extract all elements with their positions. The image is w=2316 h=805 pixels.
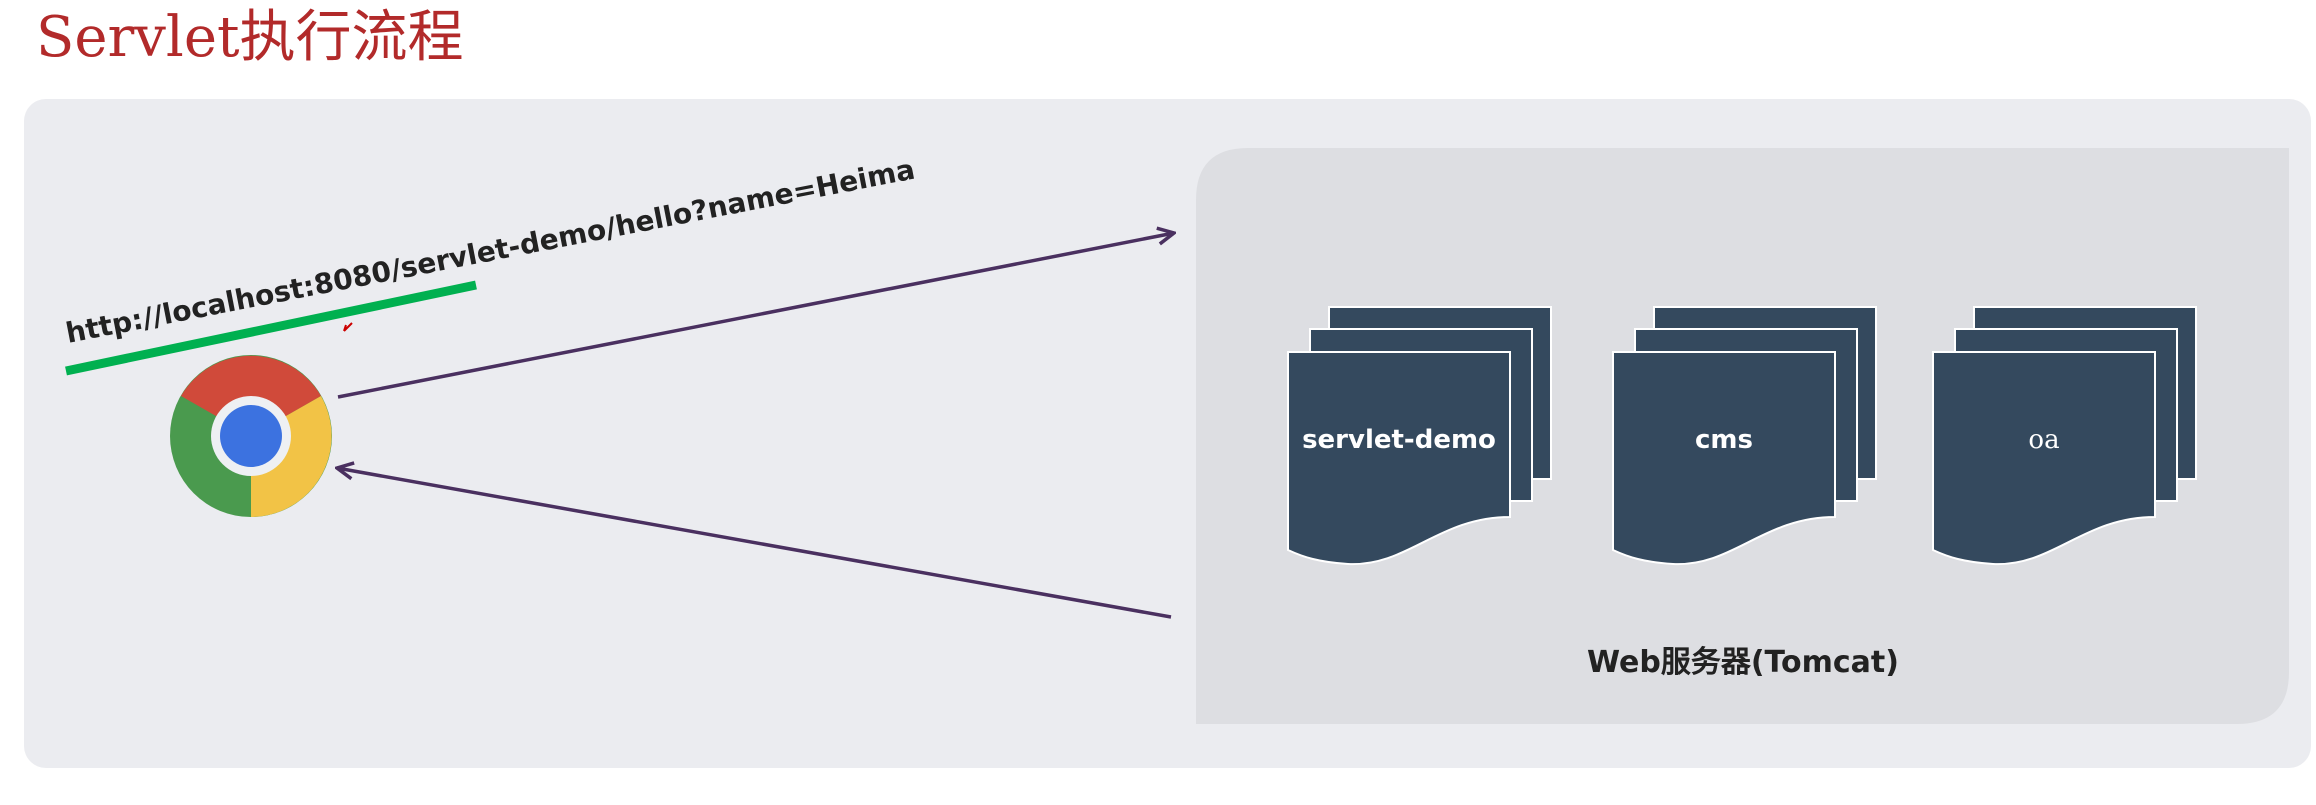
app-stack-oa: oa xyxy=(1933,307,2196,564)
app-stack-cms: cms xyxy=(1613,307,1876,564)
page-title: Servlet执行流程 xyxy=(36,5,463,70)
cursor-icon xyxy=(343,322,353,332)
request-arrow xyxy=(337,233,1174,399)
app-label: cms xyxy=(1695,425,1753,455)
web-server-label: Web服务器(Tomcat) xyxy=(1587,645,1899,680)
app-label: servlet-demo xyxy=(1302,425,1496,455)
chrome-browser-icon xyxy=(170,355,332,517)
url-underline xyxy=(65,280,477,376)
app-label: oa xyxy=(2028,425,2059,455)
app-stack-servlet-demo: servlet-demo xyxy=(1288,307,1551,564)
response-arrow xyxy=(337,468,1172,619)
